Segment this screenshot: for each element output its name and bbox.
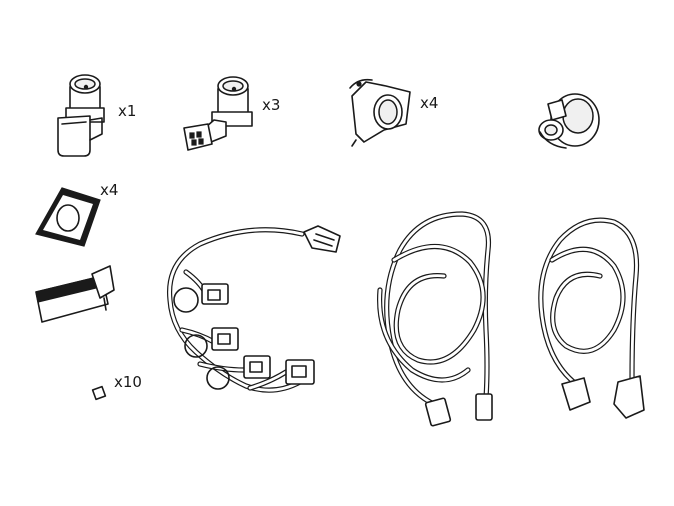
- quantity-label-gasket: x4: [100, 181, 119, 199]
- quantity-label-cable-tie: x10: [114, 373, 142, 391]
- adhesive-gasket-icon: [35, 187, 101, 247]
- quantity-label-bracket: x4: [420, 94, 439, 112]
- parking-sensor-connector-icon: [183, 76, 253, 151]
- quantity-label-sensor-angled: x1: [118, 102, 137, 120]
- parking-sensor-angled-icon: [57, 74, 105, 157]
- quantity-label-sensor-connector: x3: [262, 96, 281, 114]
- cable-tie-icon: [25, 369, 107, 401]
- hole-drill-tool-icon: [35, 265, 115, 323]
- sensor-cap-icon: [538, 93, 600, 149]
- extension-cable-icon: [538, 217, 645, 419]
- sensor-holder-bracket-icon: [349, 78, 411, 147]
- sensor-wiring-harness-icon: [166, 225, 341, 393]
- extension-cable-icon: [377, 211, 493, 427]
